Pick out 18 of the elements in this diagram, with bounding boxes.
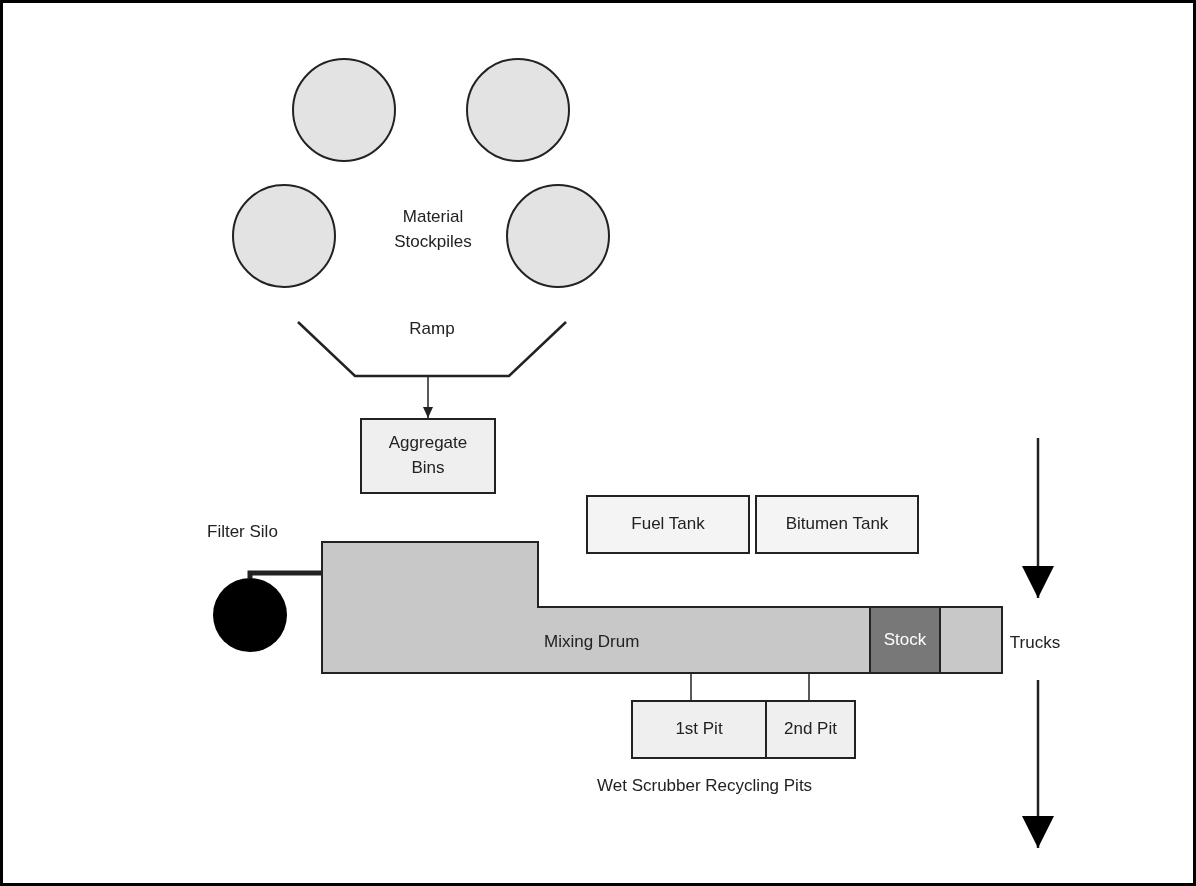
stock-box: Stock: [869, 606, 941, 674]
pit-box: 2nd Pit: [765, 700, 856, 759]
tank-box: Fuel Tank: [586, 495, 750, 554]
ramp-label: Ramp: [409, 318, 455, 340]
pit-box: 1st Pit: [631, 700, 767, 759]
pipe-line: [247, 570, 321, 578]
pits-caption: Wet Scrubber Recycling Pits: [597, 775, 813, 797]
drum-label: Mixing Drum: [544, 631, 640, 653]
trucks-label: Trucks: [1007, 630, 1063, 656]
process-box: Aggregate Bins: [360, 418, 496, 494]
silo-label: Filter Silo: [207, 521, 278, 543]
connector-line: [808, 673, 810, 701]
tank-box: Bitumen Tank: [755, 495, 919, 554]
arrow: [1022, 680, 1054, 848]
stockpiles-label: Material Stockpiles: [393, 206, 473, 253]
arrow: [423, 376, 433, 419]
arrow: [1022, 438, 1054, 598]
connector-line: [690, 673, 692, 701]
